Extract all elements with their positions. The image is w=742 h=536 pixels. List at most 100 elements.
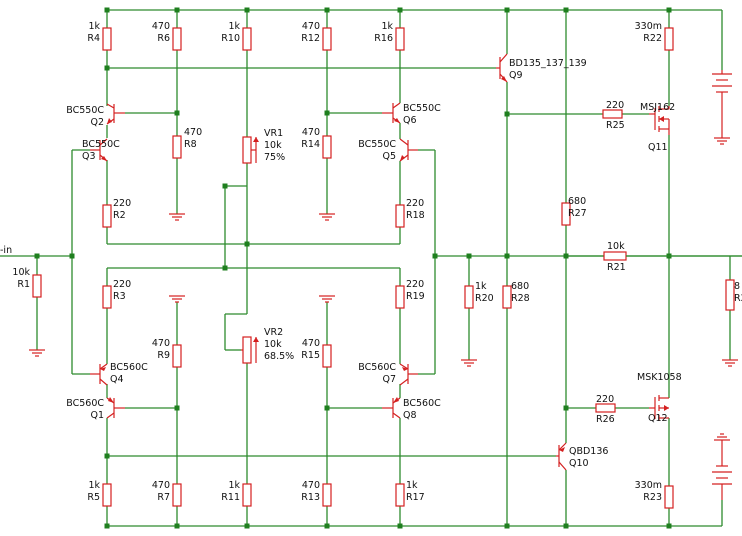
r11-value: 1k (228, 480, 240, 491)
q1-type: BC560C (66, 398, 104, 409)
ground-icon (29, 349, 45, 357)
r5-ref: R5 (87, 492, 100, 503)
resistor-r8 (172, 135, 182, 159)
vr2-setting: 68.5% (264, 351, 294, 362)
r4-ref: R4 (87, 33, 100, 44)
potentiometer-vr2 (241, 336, 259, 364)
r8-value: 470 (184, 127, 202, 138)
resistor-r19 (395, 285, 405, 309)
r15-value: 470 (302, 338, 320, 349)
transistor-q7 (399, 363, 418, 386)
r3-ref: R3 (113, 291, 126, 302)
ground-icon (319, 295, 335, 303)
ground-icon (169, 295, 185, 303)
resistor-r13 (322, 483, 332, 507)
ground-icon (319, 213, 335, 221)
q10-ref: Q10 (569, 458, 589, 469)
r15-ref: R15 (301, 350, 320, 361)
resistor-r16 (395, 27, 405, 51)
r6-ref: R6 (157, 33, 170, 44)
resistor-r5 (102, 483, 112, 507)
r27-value: 680 (568, 196, 586, 207)
q11-type: MSJ162 (640, 102, 675, 113)
resistor-r22 (664, 27, 674, 51)
ground-icon (714, 137, 730, 145)
transistor-q6 (382, 102, 401, 124)
r2-ref: R2 (113, 210, 126, 221)
resistor-r3 (102, 285, 112, 309)
q2-type: BC550C (66, 105, 104, 116)
r17-value: 1k (406, 480, 418, 491)
q7-ref: Q7 (382, 374, 396, 385)
ground-icon (714, 433, 730, 441)
resistor-r9 (172, 344, 182, 368)
q12-ref: Q12 (648, 413, 668, 424)
resistor-r20 (464, 285, 474, 309)
r22-value: 330m (635, 21, 662, 32)
resistor-r15 (322, 344, 332, 368)
r6-value: 470 (152, 21, 170, 32)
resistor-r26 (595, 403, 616, 413)
resistor-r2 (102, 204, 112, 228)
transistor-q4 (90, 363, 108, 386)
resistor-r1 (32, 274, 42, 298)
resistor-r7 (172, 483, 182, 507)
labels: -in 10k R1 1k R4 470 R6 1k R10 470 R12 1… (0, 21, 742, 503)
q8-ref: Q8 (403, 410, 417, 421)
resistor-r18 (395, 204, 405, 228)
q6-ref: Q6 (403, 115, 417, 126)
r14-ref: R14 (301, 139, 320, 150)
r1-ref: R1 (17, 279, 30, 290)
battery-negative (712, 440, 732, 500)
r4-value: 1k (88, 21, 100, 32)
transistor-q9 (496, 53, 508, 83)
resistor-r28 (502, 285, 512, 309)
load-value: 8 (734, 281, 740, 292)
transistor-q10 (556, 442, 567, 471)
r23-value: 330m (635, 480, 662, 491)
r9-value: 470 (152, 338, 170, 349)
transistor-q1 (106, 397, 125, 419)
vr1-value: 10k (264, 140, 282, 151)
load-ref: R2 (734, 293, 742, 304)
resistor-r6 (172, 27, 182, 51)
r12-value: 470 (302, 21, 320, 32)
resistor-r14 (322, 135, 332, 159)
r17-ref: R17 (406, 492, 425, 503)
potentiometer-vr1 (242, 136, 259, 164)
ground-icon (169, 213, 185, 221)
r3-value: 220 (113, 279, 131, 290)
resistor-r10 (242, 27, 252, 51)
resistors (32, 27, 742, 509)
transistor-q8 (382, 397, 401, 419)
vr2-ref: VR2 (264, 327, 283, 338)
ground-icon (461, 359, 477, 367)
resistor-r23 (664, 485, 674, 509)
q6-type: BC550C (403, 103, 441, 114)
q3-type: BC550C (82, 139, 120, 150)
r26-value: 220 (596, 394, 614, 405)
r28-ref: R28 (511, 293, 530, 304)
r10-ref: R10 (221, 33, 240, 44)
q10-type: QBD136 (569, 446, 608, 457)
q7-type: BC560C (358, 362, 396, 373)
r13-ref: R13 (301, 492, 320, 503)
r12-ref: R12 (301, 33, 320, 44)
r28-value: 680 (511, 281, 529, 292)
r13-value: 470 (302, 480, 320, 491)
r14-value: 470 (302, 127, 320, 138)
r19-ref: R19 (406, 291, 425, 302)
vr1-ref: VR1 (264, 128, 283, 139)
transistor-q5 (399, 138, 418, 162)
r21-value: 10k (607, 241, 625, 252)
mosfet-q11 (649, 106, 670, 135)
q9-ref: Q9 (509, 70, 523, 81)
resistor-r17 (395, 483, 405, 507)
resistor-r27 (561, 202, 571, 226)
q5-type: BC550C (358, 139, 396, 150)
vr2-value: 10k (264, 339, 282, 350)
r23-ref: R23 (643, 492, 662, 503)
q9-type: BD135_137_139 (509, 58, 587, 69)
r8-ref: R8 (184, 139, 197, 150)
